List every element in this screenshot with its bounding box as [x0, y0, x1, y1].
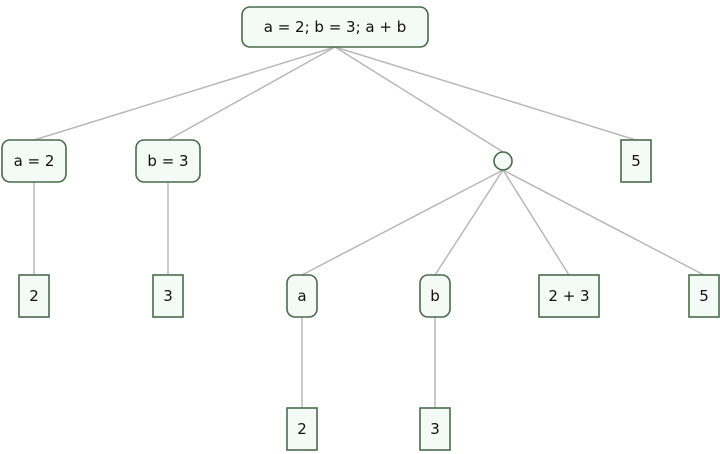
tree-node-label: a — [297, 287, 306, 305]
value-box — [286, 407, 318, 451]
tree-node-n9: 2 + 3 — [538, 274, 600, 318]
tree-node-label: a = 2 — [14, 152, 55, 170]
tree-node-label: 2 — [297, 420, 307, 438]
tree-edge-n0-n4 — [334, 46, 637, 141]
tree-node-n10: 5 — [688, 274, 720, 318]
tree-node-n1: a = 2 — [1, 139, 67, 183]
tree-node-n4: 5 — [620, 139, 652, 183]
tree-node-label: 2 — [29, 287, 39, 305]
expression-box — [286, 274, 318, 318]
tree-node-n0: a = 2; b = 3; a + b — [241, 6, 429, 48]
value-box — [538, 274, 600, 318]
value-box — [18, 274, 50, 318]
tree-node-n8: b — [419, 274, 451, 318]
tree-node-n3 — [493, 151, 513, 171]
tree-nodes: a = 2; b = 3; a + b a = 2 b = 3 5 2 3 a b 2 + 3 5… — [1, 6, 720, 451]
value-box — [620, 139, 652, 183]
tree-node-label: 3 — [163, 287, 173, 305]
tree-node-label: a = 2; b = 3; a + b — [264, 18, 406, 36]
value-box — [152, 274, 184, 318]
tree-edge-n3-n9 — [502, 169, 570, 276]
tree-node-n11: 2 — [286, 407, 318, 451]
tree-edge-n3-n7 — [301, 169, 504, 276]
tree-node-label: 5 — [699, 287, 709, 305]
tree-edge-n0-n3 — [334, 46, 504, 153]
tree-edge-n3-n8 — [434, 169, 504, 276]
expression-box — [1, 139, 67, 183]
tree-node-n7: a — [286, 274, 318, 318]
tree-node-circle — [493, 151, 513, 171]
tree-node-label: b — [430, 287, 440, 305]
tree-node-n5: 2 — [18, 274, 50, 318]
tree-node-label: b = 3 — [147, 152, 188, 170]
value-box — [688, 274, 720, 318]
tree-edges — [33, 46, 705, 408]
value-box — [419, 407, 451, 451]
tree-node-n12: 3 — [419, 407, 451, 451]
tree-edge-n3-n10 — [502, 169, 705, 276]
tree-edge-n0-n2 — [167, 46, 336, 141]
expression-box — [419, 274, 451, 318]
expression-box — [241, 6, 429, 48]
expression-box — [135, 139, 201, 183]
tree-edge-n0-n1 — [33, 46, 336, 141]
tree-node-label: 3 — [430, 420, 440, 438]
tree-node-n6: 3 — [152, 274, 184, 318]
tree-node-label: 2 + 3 — [548, 287, 589, 305]
tree-node-n2: b = 3 — [135, 139, 201, 183]
tree-node-label: 5 — [631, 152, 641, 170]
